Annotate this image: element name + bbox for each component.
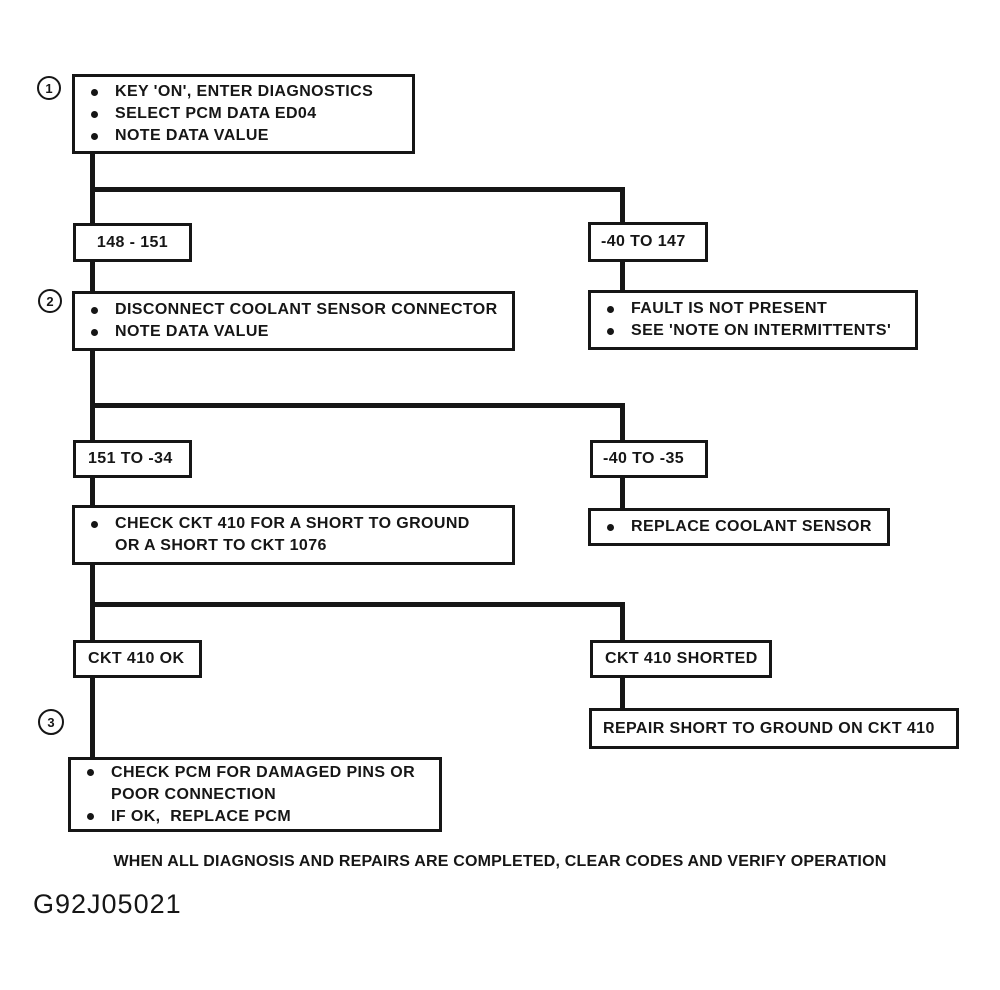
list-item: KEY 'ON', ENTER DIAGNOSTICS: [91, 81, 406, 103]
fault-line-2: SEE 'NOTE ON INTERMITTENTS': [631, 322, 892, 339]
check-ckt410-line-1: CHECK CKT 410 FOR A SHORT TO GROUND: [115, 515, 470, 532]
range-151-neg34-box: 151 TO -34: [73, 440, 192, 478]
step2-box-content: DISCONNECT COOLANT SENSOR CONNECTOR NOTE…: [75, 294, 512, 348]
check-ckt410-line-2: OR A SHORT TO CKT 1076: [115, 537, 327, 554]
bullet-icon: [91, 306, 98, 314]
connector-line: [90, 351, 95, 440]
step-marker-3: 3: [38, 709, 64, 735]
bullet-icon: [607, 523, 614, 531]
check-ckt410-box: CHECK CKT 410 FOR A SHORT TO GROUND OR A…: [72, 505, 515, 565]
step-marker-1: 1: [37, 76, 61, 100]
list-item: NOTE DATA VALUE: [91, 125, 406, 147]
step-marker-2: 2: [38, 289, 62, 313]
fault-line-1: FAULT IS NOT PRESENT: [631, 300, 828, 317]
connector-line: [90, 478, 95, 505]
step2-line-2: NOTE DATA VALUE: [115, 323, 269, 340]
step-marker-3-label: 3: [47, 714, 55, 730]
bullet-icon: [91, 520, 98, 528]
list-item: CHECK PCM FOR DAMAGED PINS OR: [87, 762, 433, 784]
ckt410-shorted-label: CKT 410 SHORTED: [605, 650, 758, 667]
bullet-icon: [91, 328, 98, 336]
step1-line-3: NOTE DATA VALUE: [115, 127, 269, 144]
range-148-151-box: 148 - 151: [73, 223, 192, 262]
connector-line: [620, 478, 625, 508]
ckt410-ok-label: CKT 410 OK: [88, 650, 185, 667]
fault-not-present-content: FAULT IS NOT PRESENT SEE 'NOTE ON INTERM…: [591, 293, 915, 347]
range-neg40-147-label: -40 TO 147: [601, 233, 686, 250]
bullet-spacer: [91, 543, 98, 550]
bullet-icon: [91, 110, 98, 118]
check-pcm-line-3: IF OK, REPLACE PCM: [111, 807, 292, 825]
bullet-icon: [91, 88, 98, 96]
list-item: NOTE DATA VALUE: [91, 321, 506, 343]
step1-box: KEY 'ON', ENTER DIAGNOSTICS SELECT PCM D…: [72, 74, 415, 154]
range-151-neg34-label: 151 TO -34: [88, 450, 173, 467]
step2-box: DISCONNECT COOLANT SENSOR CONNECTOR NOTE…: [72, 291, 515, 351]
ckt410-ok-box: CKT 410 OK: [73, 640, 202, 678]
repair-short-box: REPAIR SHORT TO GROUND ON CKT 410: [589, 708, 959, 749]
list-item: IF OK, REPLACE PCM: [87, 806, 433, 828]
check-pcm-line-2: POOR CONNECTION: [111, 785, 277, 803]
connector-line: [620, 187, 625, 223]
connector-line: [90, 602, 625, 607]
repair-short-label: REPAIR SHORT TO GROUND ON CKT 410: [603, 719, 935, 737]
bullet-icon: [607, 327, 614, 335]
replace-sensor-content: REPLACE COOLANT SENSOR: [591, 511, 887, 543]
range-neg40-147-box: -40 TO 147: [588, 222, 708, 262]
bullet-spacer: [87, 791, 94, 798]
range-neg40-neg35-label: -40 TO -35: [603, 450, 685, 467]
fault-not-present-box: FAULT IS NOT PRESENT SEE 'NOTE ON INTERM…: [588, 290, 918, 350]
check-pcm-line-1: CHECK PCM FOR DAMAGED PINS OR: [111, 763, 416, 781]
bullet-icon: [87, 813, 94, 820]
list-item: DISCONNECT COOLANT SENSOR CONNECTOR: [91, 299, 506, 321]
replace-sensor-box: REPLACE COOLANT SENSOR: [588, 508, 890, 546]
list-item: SEE 'NOTE ON INTERMITTENTS': [607, 320, 909, 342]
replace-sensor-label: REPLACE COOLANT SENSOR: [631, 518, 872, 535]
range-148-151-label: 148 - 151: [96, 233, 169, 251]
list-item: REPLACE COOLANT SENSOR: [607, 516, 881, 538]
bullet-icon: [91, 132, 98, 140]
step-marker-2-label: 2: [46, 293, 54, 309]
step2-line-1: DISCONNECT COOLANT SENSOR CONNECTOR: [115, 301, 498, 318]
connector-line: [620, 602, 625, 640]
step1-line-2: SELECT PCM DATA ED04: [115, 105, 317, 122]
step-marker-1-label: 1: [45, 80, 53, 96]
check-pcm-box: CHECK PCM FOR DAMAGED PINS OR POOR CONNE…: [68, 757, 442, 832]
list-item: FAULT IS NOT PRESENT: [607, 298, 909, 320]
connector-line: [90, 187, 625, 192]
list-item: OR A SHORT TO CKT 1076: [91, 535, 506, 557]
bullet-icon: [607, 305, 614, 313]
ckt410-shorted-box: CKT 410 SHORTED: [590, 640, 772, 678]
footer-note: WHEN ALL DIAGNOSIS AND REPAIRS ARE COMPL…: [113, 853, 887, 870]
connector-line: [90, 262, 95, 291]
connector-line: [620, 262, 625, 290]
bullet-icon: [87, 769, 94, 776]
connector-line: [620, 403, 625, 440]
step1-line-1: KEY 'ON', ENTER DIAGNOSTICS: [115, 83, 374, 100]
check-pcm-content: CHECK PCM FOR DAMAGED PINS OR POOR CONNE…: [71, 760, 439, 829]
list-item: POOR CONNECTION: [87, 784, 433, 806]
list-item: CHECK CKT 410 FOR A SHORT TO GROUND: [91, 513, 506, 535]
figure-code: G92J05021: [33, 889, 182, 919]
list-item: SELECT PCM DATA ED04: [91, 103, 406, 125]
connector-line: [620, 678, 625, 708]
step1-box-content: KEY 'ON', ENTER DIAGNOSTICS SELECT PCM D…: [75, 77, 412, 151]
connector-line: [90, 678, 95, 757]
range-neg40-neg35-box: -40 TO -35: [590, 440, 708, 478]
check-ckt410-content: CHECK CKT 410 FOR A SHORT TO GROUND OR A…: [75, 508, 512, 562]
connector-line: [90, 403, 625, 408]
